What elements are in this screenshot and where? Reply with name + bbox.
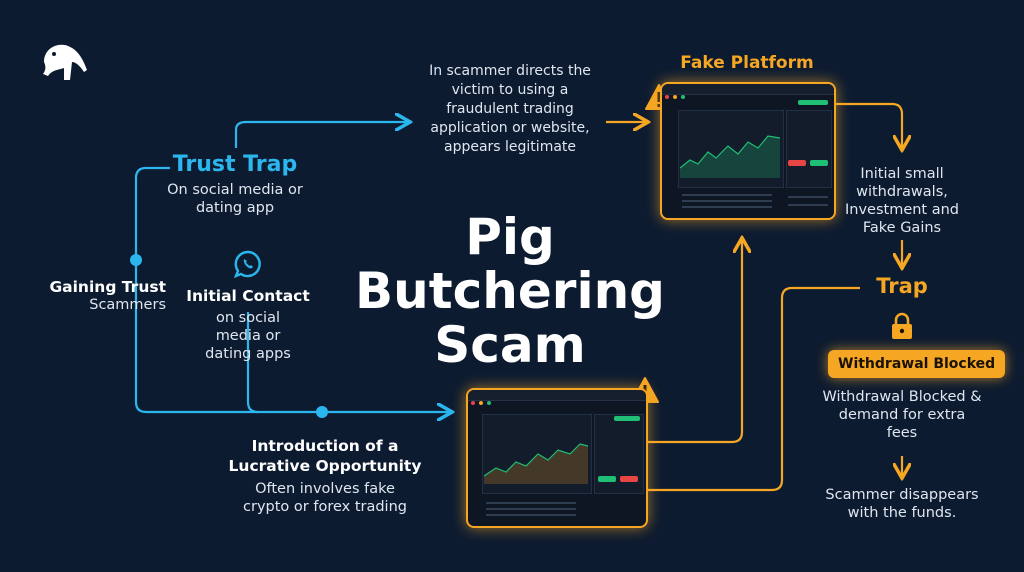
main-title: Pig Butchering Scam — [350, 210, 670, 372]
anteater-logo-icon — [40, 40, 90, 84]
price-chart — [680, 128, 780, 178]
node-dot — [130, 254, 142, 266]
price-chart — [484, 434, 588, 484]
initial-contact-desc: on social media or dating apps — [178, 309, 318, 363]
trap-title: Trap — [862, 274, 942, 298]
fake-platform-screen — [660, 82, 836, 220]
fake-platform-title: Fake Platform — [672, 53, 822, 73]
node-dot — [316, 406, 328, 418]
introduction-title: Introduction of a Lucrative Opportunity — [225, 436, 425, 476]
withdrawal-blocked-desc: Withdrawal Blocked & demand for extra fe… — [822, 388, 982, 442]
initial-contact-title: Initial Contact — [178, 287, 318, 305]
trust-trap-title: Trust Trap — [160, 152, 310, 177]
withdrawal-blocked-badge: Withdrawal Blocked — [828, 350, 1005, 378]
lock-icon — [890, 312, 914, 340]
whatsapp-icon — [233, 249, 263, 279]
initial-withdrawals-desc: Initial small withdrawals, Investment an… — [840, 165, 964, 237]
gaining-trust-title: Gaining Trust — [40, 278, 166, 296]
directs-desc: In scammer directs the victim to using a… — [420, 62, 600, 157]
introduction-desc: Often involves fake crypto or forex trad… — [225, 480, 425, 516]
trading-app-screen — [466, 388, 648, 528]
disappears-desc: Scammer disappears with the funds. — [822, 486, 982, 522]
gaining-trust-sub: Scammers — [40, 296, 166, 314]
trust-trap-desc: On social media or dating app — [160, 181, 310, 217]
